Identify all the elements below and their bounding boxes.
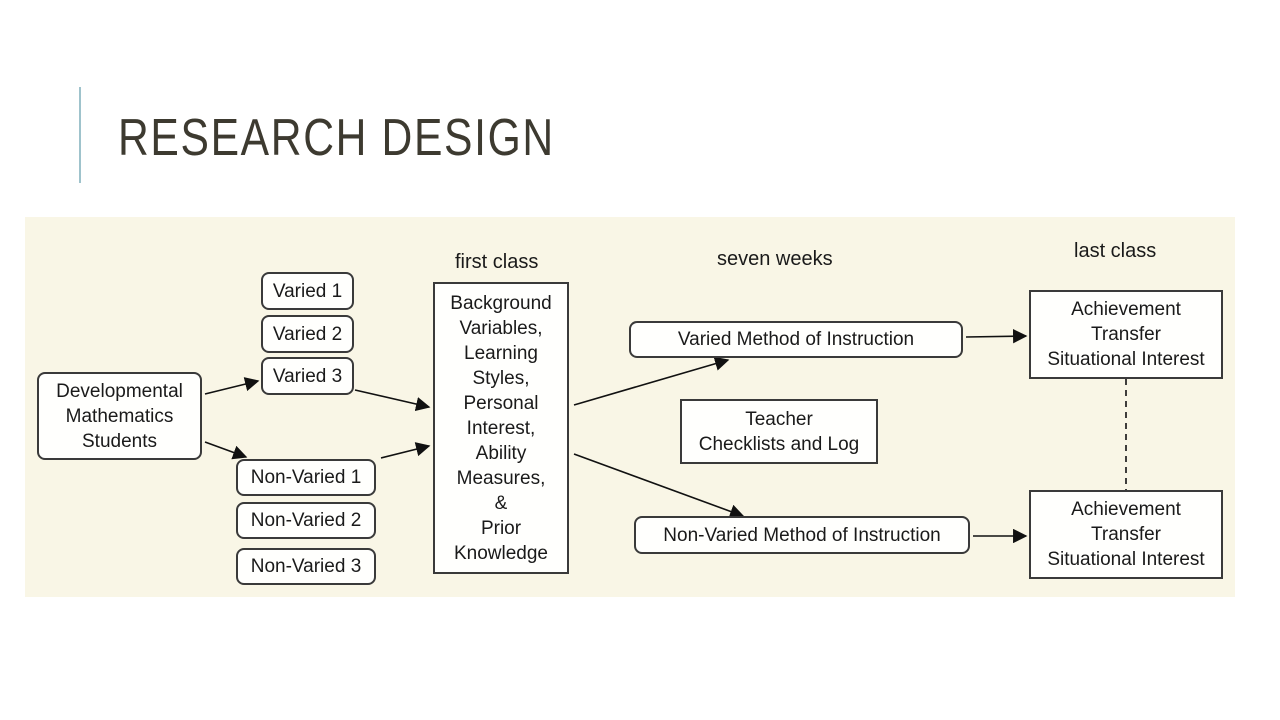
node-varied-method: Varied Method of Instruction xyxy=(629,321,963,358)
node-non-varied-method: Non-Varied Method of Instruction xyxy=(634,516,970,554)
label-last-class: last class xyxy=(1074,240,1157,262)
node-developmental-students: Developmental Mathematics Students xyxy=(37,372,202,460)
node-varied-1: Varied 1 xyxy=(261,272,354,310)
arrow-background-to-varied-method xyxy=(573,356,730,406)
node-non-varied-1: Non-Varied 1 xyxy=(236,459,376,496)
node-varied-3: Varied 3 xyxy=(261,357,354,395)
arrow-varied-method-to-outcome xyxy=(965,329,1028,344)
research-design-diagram: first class seven weeks last class Devel… xyxy=(25,217,1235,597)
node-outcome-bottom: Achievement Transfer Situational Interes… xyxy=(1029,490,1223,579)
node-teacher-checklists: Teacher Checklists and Log xyxy=(680,399,878,464)
node-background-variables: Background Variables, Learning Styles, P… xyxy=(433,282,569,574)
label-first-class: first class xyxy=(455,251,539,273)
node-non-varied-2: Non-Varied 2 xyxy=(236,502,376,539)
node-outcome-top: Achievement Transfer Situational Interes… xyxy=(1029,290,1223,379)
arrow-students-to-non-varied xyxy=(204,441,248,460)
diagram-connectors xyxy=(204,329,1127,544)
label-seven-weeks: seven weeks xyxy=(717,248,833,270)
arrow-non-varied-to-background xyxy=(380,442,431,459)
slide-title: RESEARCH DESIGN xyxy=(118,109,555,167)
title-accent-bar xyxy=(79,87,81,183)
arrow-students-to-varied xyxy=(204,377,260,395)
node-varied-2: Varied 2 xyxy=(261,315,354,353)
arrow-background-to-non-varied-method xyxy=(573,453,745,519)
node-non-varied-3: Non-Varied 3 xyxy=(236,548,376,585)
arrow-varied-to-background xyxy=(354,389,431,412)
